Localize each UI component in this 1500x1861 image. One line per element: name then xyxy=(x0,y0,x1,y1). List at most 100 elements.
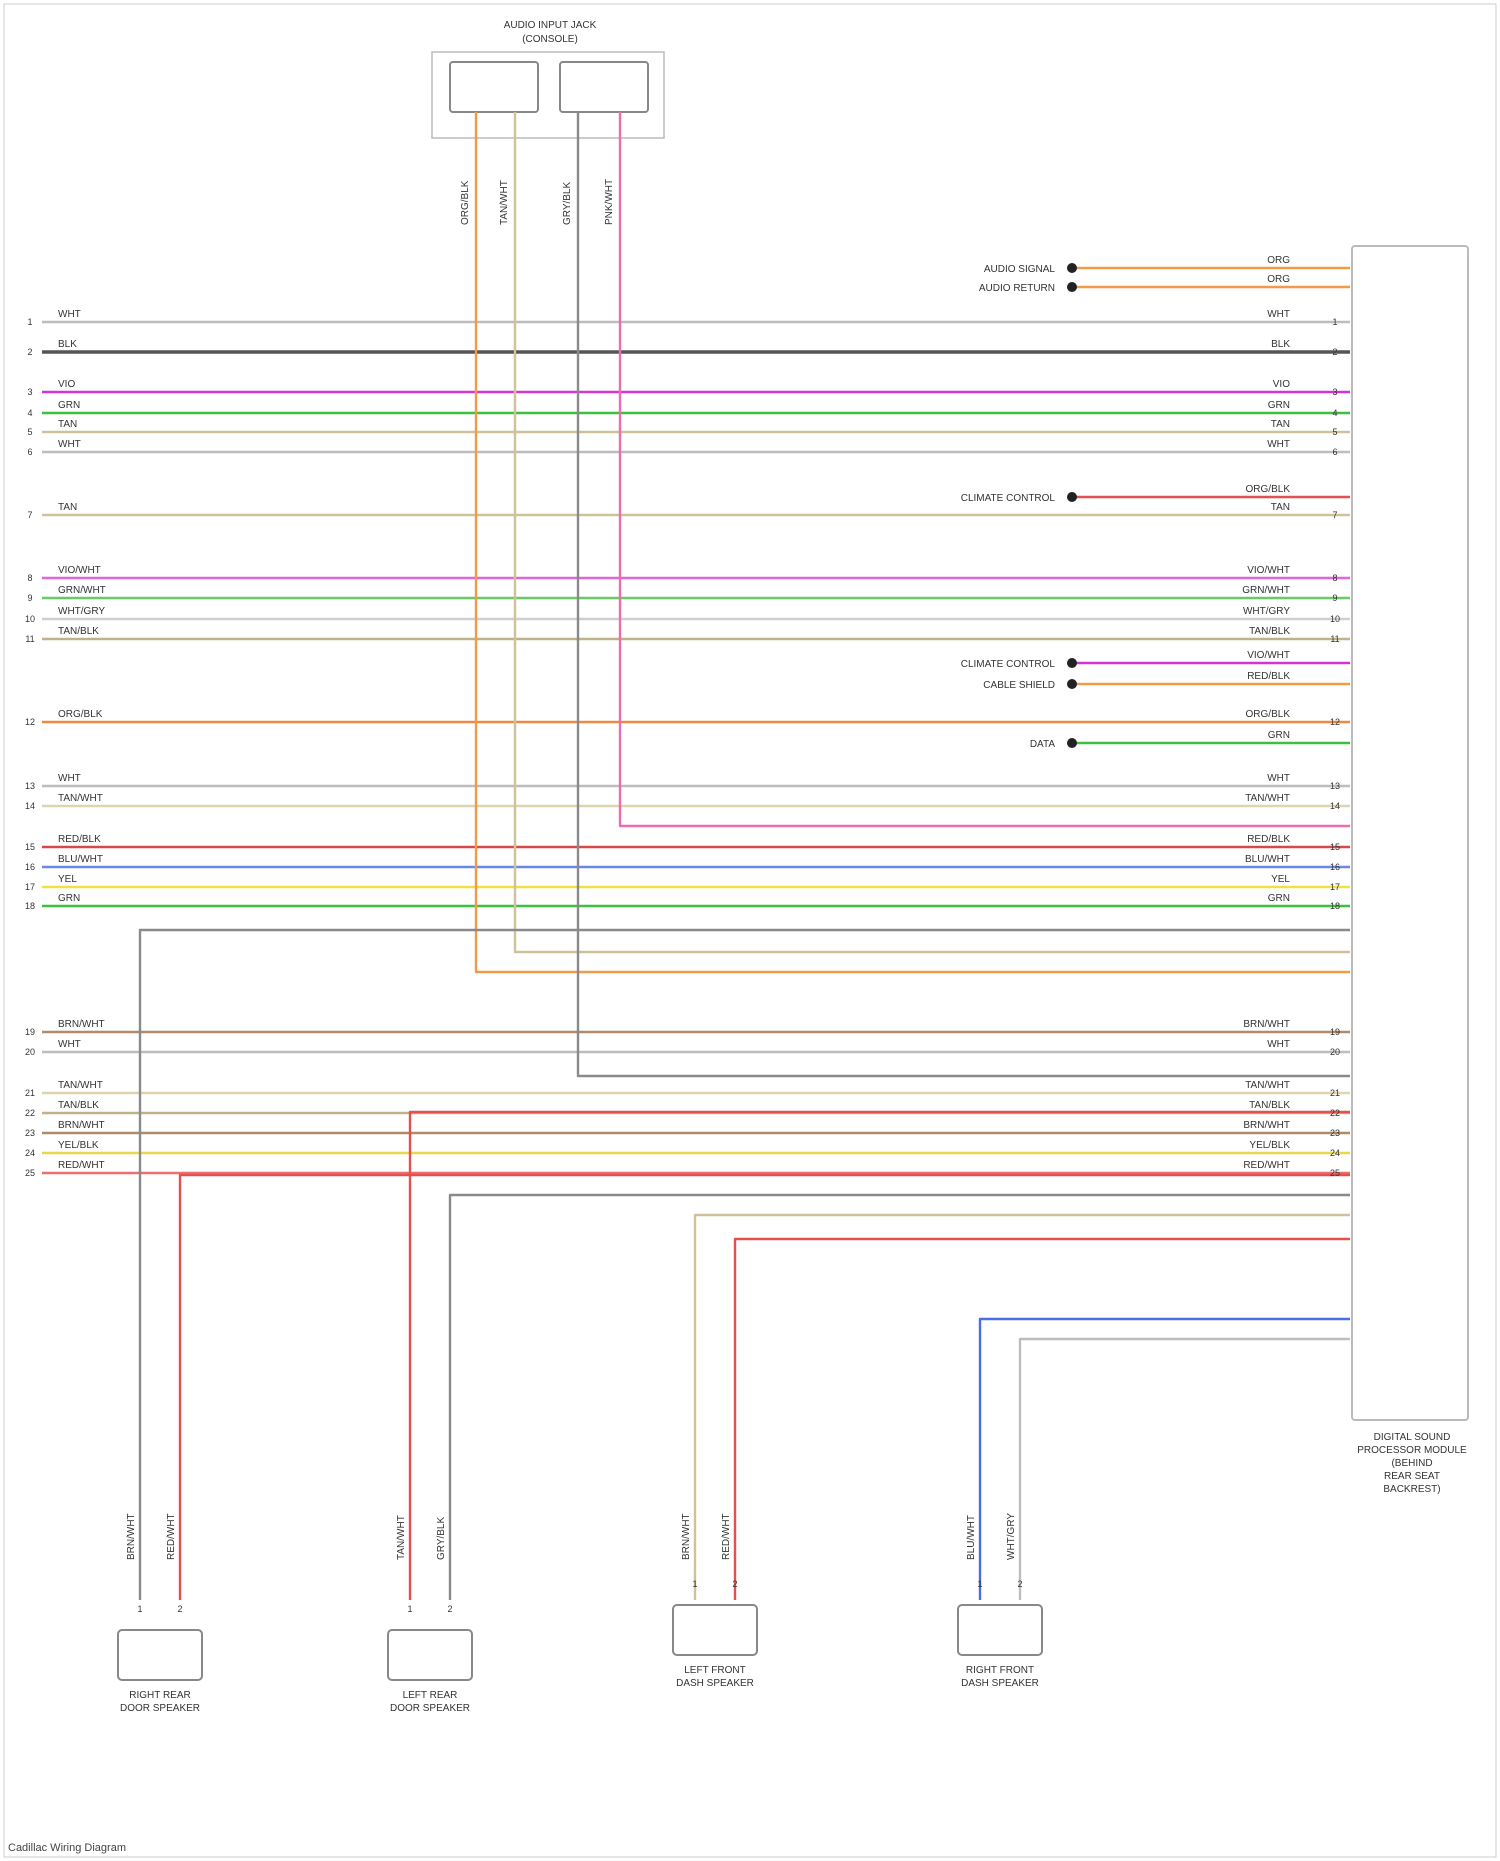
pin-module-number: 1 xyxy=(1332,317,1337,327)
speaker-name: DOOR SPEAKER xyxy=(390,1703,470,1714)
wire-label-right: TAN xyxy=(1271,419,1290,430)
wire-label-right: WHT/GRY xyxy=(1243,606,1290,617)
pin-module-number: 2 xyxy=(1332,347,1337,357)
dsp-module-title-line: BACKREST) xyxy=(1383,1484,1440,1495)
wire-label-left: WHT xyxy=(58,773,81,784)
dsp-module-title-line: PROCESSOR MODULE xyxy=(1357,1445,1467,1456)
stub-note: AUDIO RETURN xyxy=(979,283,1055,294)
pin-left-number: 25 xyxy=(25,1168,35,1178)
dsp-module-title-line: DIGITAL SOUND xyxy=(1374,1432,1451,1443)
top-connector-box xyxy=(432,52,664,138)
speaker-pin: 2 xyxy=(1017,1579,1022,1589)
speaker-body xyxy=(673,1605,757,1655)
wire-top-drop-0 xyxy=(476,112,1350,972)
pin-module-number: 23 xyxy=(1330,1128,1340,1138)
pin-module-number: 17 xyxy=(1330,882,1340,892)
wire-label-right: WHT xyxy=(1267,309,1290,320)
wire-label-left: BRN/WHT xyxy=(58,1019,105,1030)
speaker-pin: 2 xyxy=(732,1579,737,1589)
pin-left-number: 22 xyxy=(25,1108,35,1118)
pin-left-number: 20 xyxy=(25,1047,35,1057)
pin-left-number: 19 xyxy=(25,1027,35,1037)
wire-label-right: YEL/BLK xyxy=(1249,1140,1290,1151)
pin-module-number: 18 xyxy=(1330,901,1340,911)
pin-module-number: 19 xyxy=(1330,1027,1340,1037)
wire-label-left: TAN/BLK xyxy=(58,626,99,637)
wire-label-left: TAN/WHT xyxy=(58,793,103,804)
stub-wire-label: ORG xyxy=(1267,274,1290,285)
pin-module-number: 10 xyxy=(1330,614,1340,624)
top-drop-label: PNK/WHT xyxy=(604,179,615,225)
wire-label-left: YEL/BLK xyxy=(58,1140,99,1151)
top-connector-subtitle: (CONSOLE) xyxy=(522,34,578,45)
wire-label-right: BRN/WHT xyxy=(1243,1019,1290,1030)
stub-note: DATA xyxy=(1030,739,1056,750)
speaker-name: RIGHT REAR xyxy=(129,1690,191,1701)
terminal-dot xyxy=(1067,492,1077,502)
wire-label-right: TAN/WHT xyxy=(1245,793,1290,804)
dsp-module: DIGITAL SOUNDPROCESSOR MODULE(BEHINDREAR… xyxy=(1352,246,1468,1495)
pin-left-number: 9 xyxy=(27,593,32,603)
pin-left-number: 2 xyxy=(27,347,32,357)
top-connector-plug-left xyxy=(450,62,538,112)
pin-module-number: 3 xyxy=(1332,387,1337,397)
speaker-wire-label: GRY/BLK xyxy=(436,1517,447,1560)
pin-left-number: 6 xyxy=(27,447,32,457)
wire-label-right: BLK xyxy=(1271,339,1290,350)
wire-label-right: TAN xyxy=(1271,502,1290,513)
wire-label-right: WHT xyxy=(1267,773,1290,784)
dsp-module-title-line: REAR SEAT xyxy=(1384,1471,1440,1482)
terminal-dot xyxy=(1067,658,1077,668)
terminal-dot xyxy=(1067,738,1077,748)
wire-speaker-3-a xyxy=(980,1319,1350,1600)
wire-label-right: GRN xyxy=(1268,400,1290,411)
pin-left-number: 1 xyxy=(27,317,32,327)
pin-left-number: 15 xyxy=(25,842,35,852)
wire-label-left: TAN/WHT xyxy=(58,1080,103,1091)
wire-speaker-1-a xyxy=(410,1112,1350,1600)
wire-label-left: BLK xyxy=(58,339,77,350)
pin-module-number: 4 xyxy=(1332,408,1337,418)
wire-label-right: YEL xyxy=(1271,874,1290,885)
speaker-wire-label: RED/WHT xyxy=(721,1513,732,1560)
wire-label-left: WHT xyxy=(58,1039,81,1050)
stub-note: CABLE SHIELD xyxy=(983,680,1055,691)
speaker-wire-label: BRN/WHT xyxy=(126,1513,137,1560)
stub-wire-label: VIO/WHT xyxy=(1247,650,1290,661)
pin-module-number: 15 xyxy=(1330,842,1340,852)
wire-label-left: TAN xyxy=(58,502,77,513)
pin-module-number: 7 xyxy=(1332,510,1337,520)
terminal-dot xyxy=(1067,282,1077,292)
wire-label-right: BLU/WHT xyxy=(1245,854,1290,865)
top-connector: AUDIO INPUT JACK (CONSOLE) xyxy=(432,20,664,138)
speaker-name: RIGHT FRONT xyxy=(966,1665,1034,1676)
top-connector-title: AUDIO INPUT JACK xyxy=(504,20,597,31)
wire-label-left: RED/WHT xyxy=(58,1160,105,1171)
pin-module-number: 6 xyxy=(1332,447,1337,457)
wire-speaker-0-a xyxy=(140,930,1350,1600)
pin-left-number: 12 xyxy=(25,717,35,727)
pin-left-number: 16 xyxy=(25,862,35,872)
stub-note: AUDIO SIGNAL xyxy=(984,264,1056,275)
speaker-pin: 2 xyxy=(177,1604,182,1614)
wire-label-right: RED/WHT xyxy=(1243,1160,1290,1171)
pin-module-number: 12 xyxy=(1330,717,1340,727)
terminal-dot xyxy=(1067,263,1077,273)
speaker-pin: 1 xyxy=(407,1604,412,1614)
wire-label-right: GRN/WHT xyxy=(1242,585,1290,596)
pin-left-number: 3 xyxy=(27,387,32,397)
stub-note: CLIMATE CONTROL xyxy=(961,493,1056,504)
wire-label-left: YEL xyxy=(58,874,77,885)
wire-speaker-2-a xyxy=(695,1215,1350,1600)
speaker-body xyxy=(958,1605,1042,1655)
speaker-wire-label: WHT/GRY xyxy=(1006,1513,1017,1560)
stub-note: CLIMATE CONTROL xyxy=(961,659,1056,670)
wire-label-left: GRN xyxy=(58,400,80,411)
pin-module-number: 8 xyxy=(1332,573,1337,583)
stub-wire-label: GRN xyxy=(1268,730,1290,741)
pin-left-number: 18 xyxy=(25,901,35,911)
pin-left-number: 10 xyxy=(25,614,35,624)
pin-left-number: 17 xyxy=(25,882,35,892)
speaker-wire-label: BRN/WHT xyxy=(681,1513,692,1560)
wire-label-left: GRN xyxy=(58,893,80,904)
